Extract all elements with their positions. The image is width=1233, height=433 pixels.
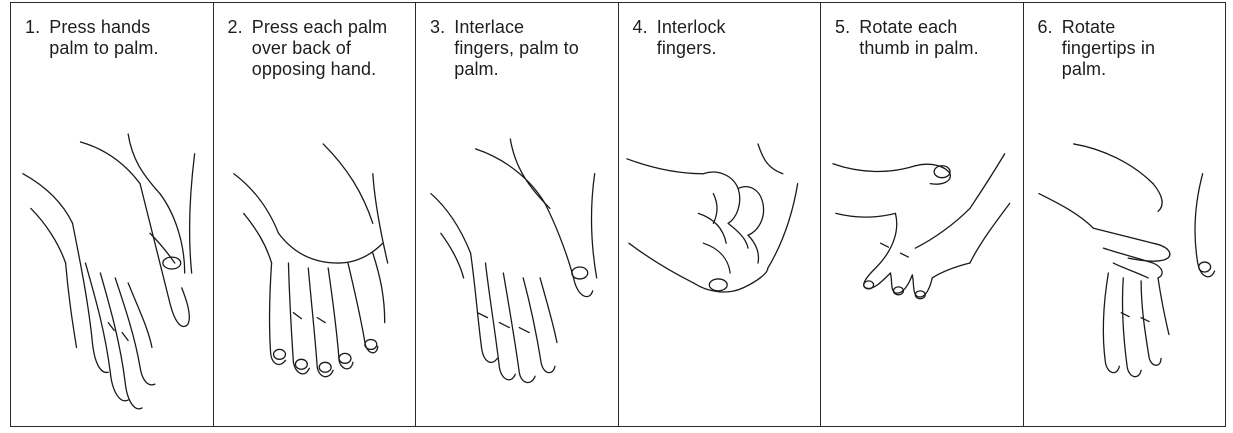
step-number: 4. <box>633 17 648 59</box>
step-panel-5: 5. Rotate each thumb in palm. <box>821 3 1024 426</box>
step-text: Press hands palm to palm. <box>49 17 189 59</box>
step-panel-1: 1. Press hands palm to palm. <box>11 3 214 426</box>
step-panel-3: 3. Interlace fingers, palm to palm. <box>416 3 619 426</box>
step-text: Rotate fingertips in palm. <box>1062 17 1172 80</box>
step-caption-1: 1. Press hands palm to palm. <box>25 17 203 59</box>
palm-over-back-illustration-icon <box>214 113 416 425</box>
step-caption-4: 4. Interlock fingers. <box>633 17 811 59</box>
rotate-fingertips-illustration-icon <box>1024 113 1226 425</box>
step-caption-6: 6. Rotate fingertips in palm. <box>1038 17 1216 80</box>
step-number: 2. <box>228 17 243 80</box>
step-number: 1. <box>25 17 40 59</box>
step-number: 5. <box>835 17 850 59</box>
step-caption-5: 5. Rotate each thumb in palm. <box>835 17 1013 59</box>
step-caption-2: 2. Press each palm over back of opposing… <box>228 17 406 80</box>
step-number: 6. <box>1038 17 1053 80</box>
palm-to-palm-illustration-icon <box>11 113 213 425</box>
interlocked-fingers-illustration-icon <box>619 113 821 425</box>
step-text: Interlace fingers, palm to palm. <box>454 17 584 80</box>
step-text: Rotate each thumb in palm. <box>859 17 999 59</box>
step-caption-3: 3. Interlace fingers, palm to palm. <box>430 17 608 80</box>
step-text: Interlock fingers. <box>657 17 767 59</box>
interlaced-fingers-illustration-icon <box>416 113 618 425</box>
step-panel-6: 6. Rotate fingertips in palm. <box>1024 3 1226 426</box>
step-text: Press each palm over back of opposing ha… <box>252 17 405 80</box>
step-panel-2: 2. Press each palm over back of opposing… <box>214 3 417 426</box>
step-number: 3. <box>430 17 445 80</box>
rotate-thumb-illustration-icon <box>821 113 1023 425</box>
handwashing-steps-strip: 1. Press hands palm to palm. <box>10 2 1226 427</box>
step-panel-4: 4. Interlock fingers. <box>619 3 822 426</box>
